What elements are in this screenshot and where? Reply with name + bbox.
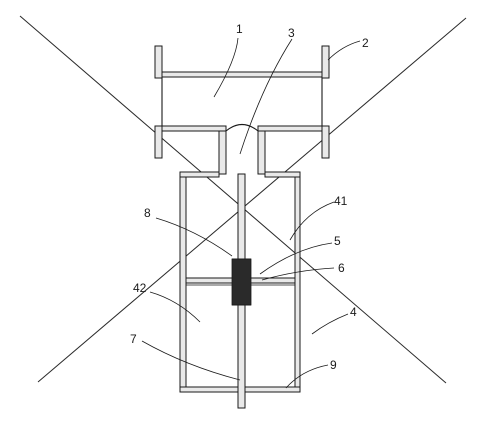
label-2: 2	[362, 36, 369, 50]
label-6: 6	[338, 261, 345, 275]
label-9: 9	[330, 358, 337, 372]
right-flange	[321, 45, 330, 159]
label-8: 8	[144, 206, 151, 220]
left-flange	[154, 45, 163, 159]
label-1: 1	[236, 22, 243, 36]
cross-lines	[19, 15, 467, 384]
connecting-neck	[218, 123, 266, 175]
label-3: 3	[288, 26, 295, 40]
horizontal-pipe	[161, 71, 323, 132]
label-41: 41	[334, 194, 348, 208]
label-5: 5	[334, 234, 341, 248]
label-7: 7	[130, 332, 137, 346]
label-4: 4	[350, 305, 357, 319]
label-42: 42	[133, 281, 147, 295]
hub-coupling	[231, 258, 252, 306]
leader-lines	[141, 37, 361, 389]
reference-labels: 1 2 3 41 8 5 6 42 4 7 9	[130, 22, 369, 372]
